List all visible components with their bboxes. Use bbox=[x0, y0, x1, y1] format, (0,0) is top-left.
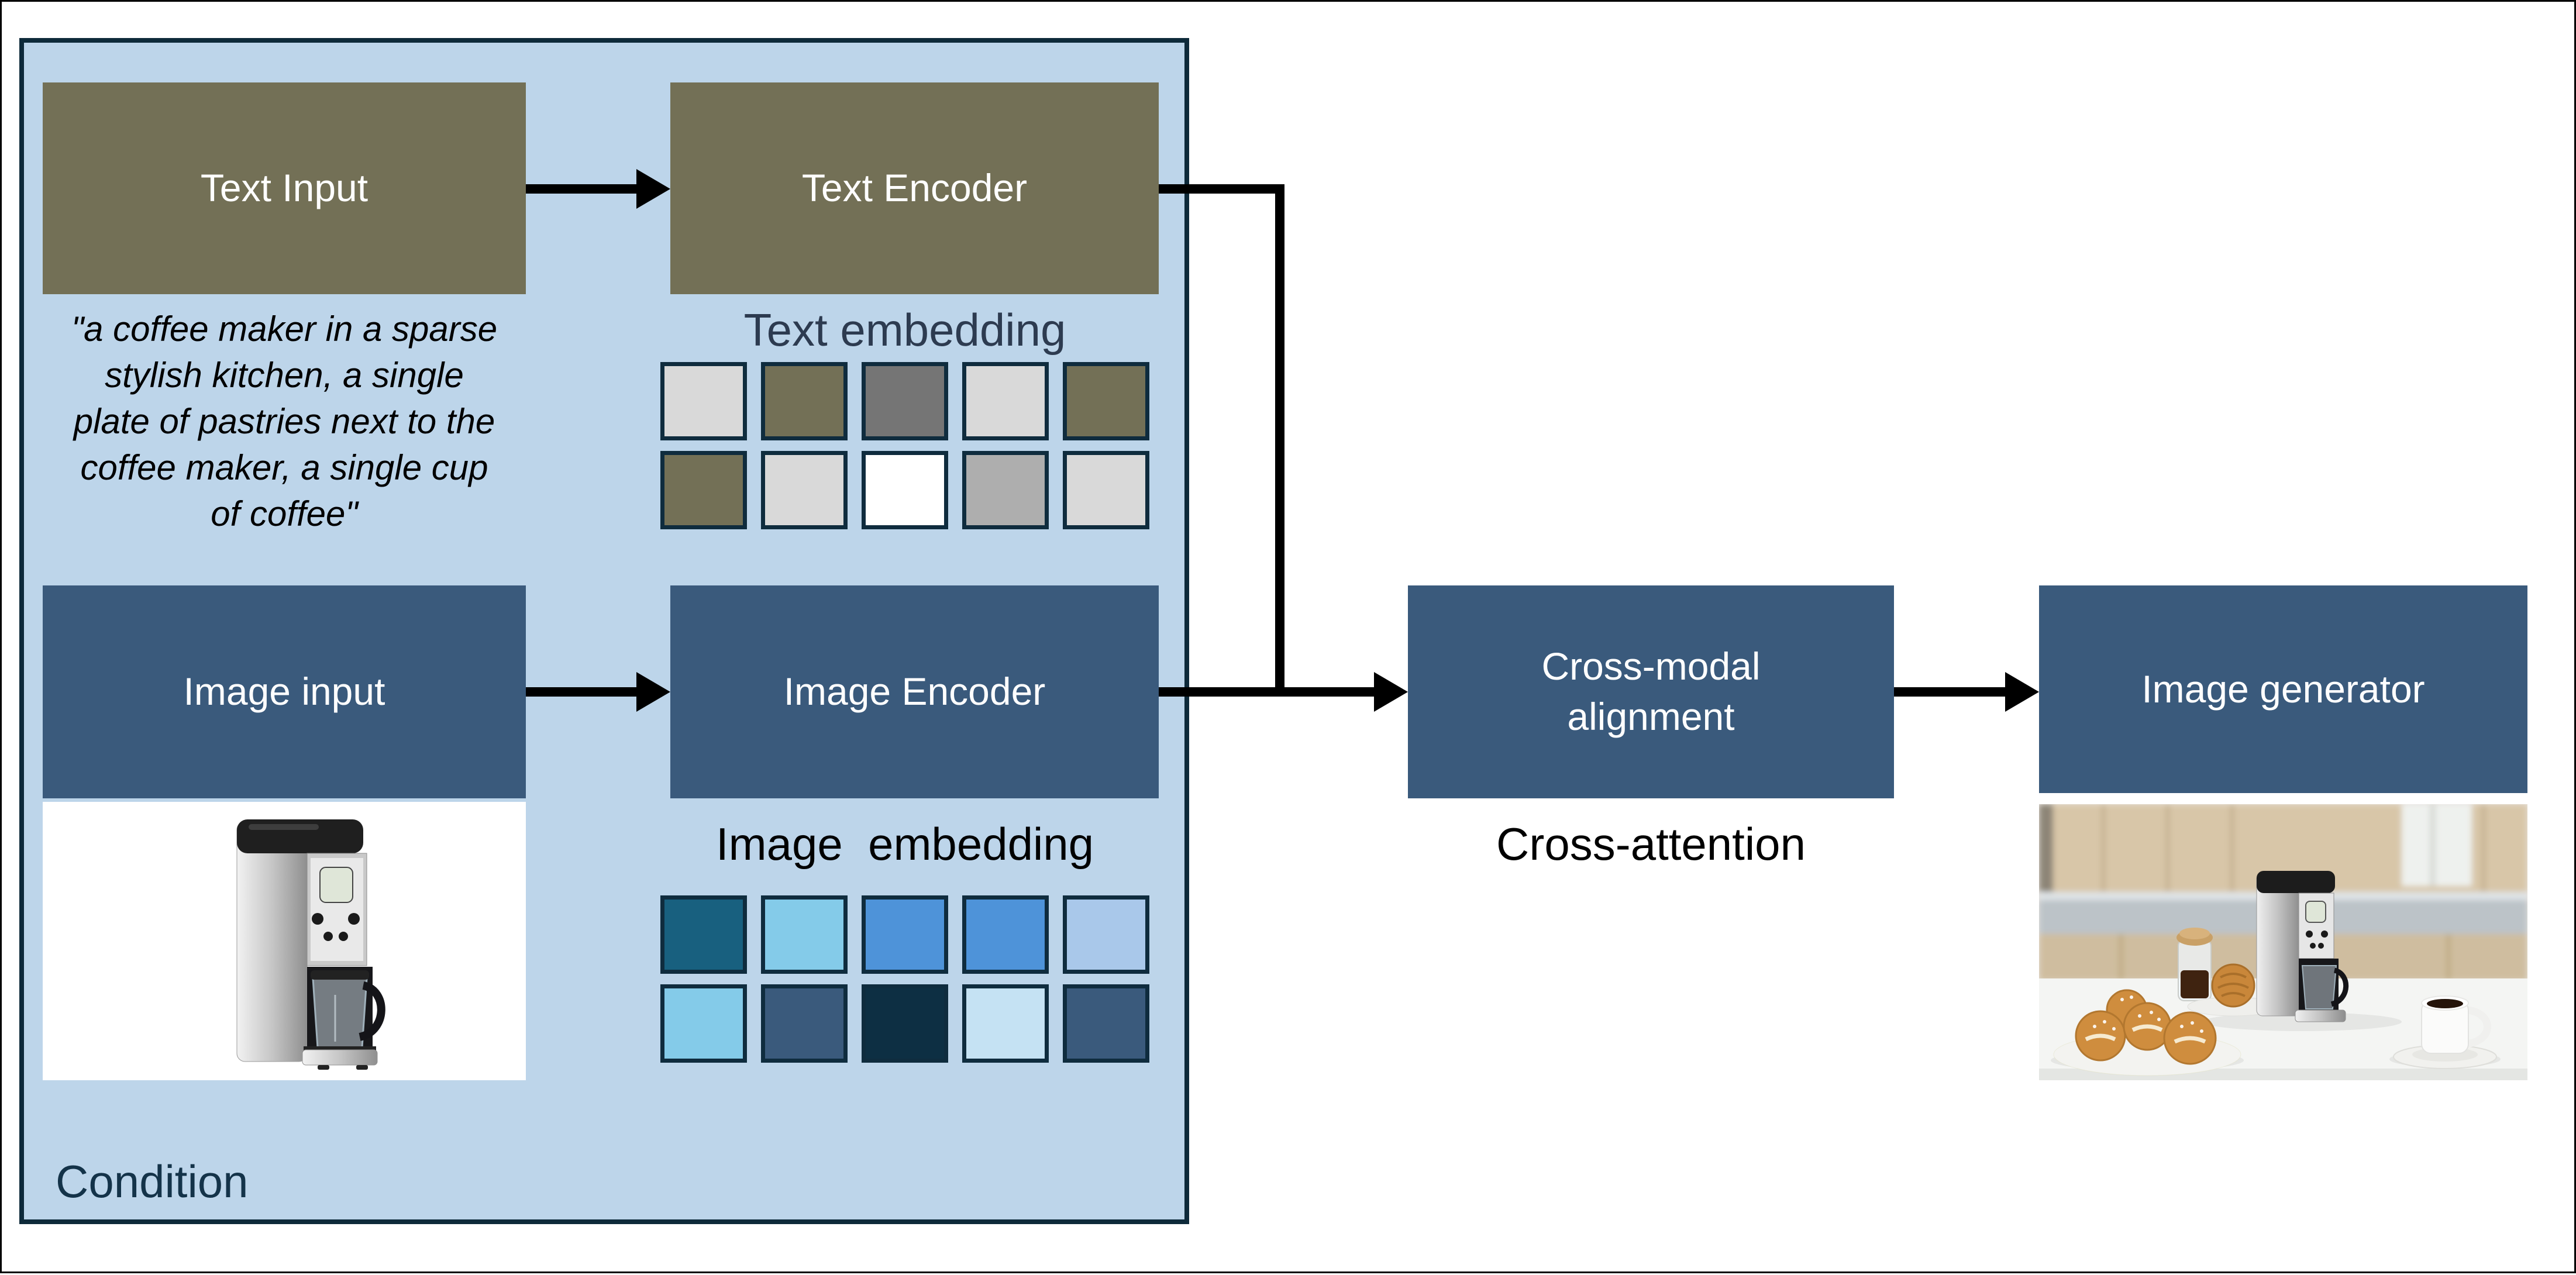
prompt-line: "a coffee maker in a sparse bbox=[71, 309, 498, 349]
embedding-cell bbox=[660, 984, 747, 1063]
output-photo bbox=[2039, 804, 2527, 1080]
arrowhead bbox=[1374, 672, 1408, 712]
embedding-cell bbox=[660, 895, 747, 974]
image-generator-node: Image generator bbox=[2039, 585, 2527, 793]
generated-scene-illustration bbox=[2039, 804, 2527, 1080]
image-encoder-label: Image Encoder bbox=[783, 670, 1046, 714]
embedding-cell bbox=[660, 362, 747, 440]
prompt-line: of coffee" bbox=[211, 494, 358, 533]
arrowhead bbox=[2005, 672, 2039, 712]
prompt-line: plate of pastries next to the bbox=[73, 402, 495, 441]
embedding-cell bbox=[962, 895, 1049, 974]
embedding-cell bbox=[962, 362, 1049, 440]
embedding-cell bbox=[1063, 984, 1149, 1063]
image-embedding-grid bbox=[660, 895, 1149, 1073]
prompt-line: stylish kitchen, a single bbox=[105, 356, 464, 395]
embedding-cell bbox=[962, 984, 1049, 1063]
embedding-cell bbox=[862, 984, 948, 1063]
embedding-cell bbox=[660, 451, 747, 529]
embedding-row bbox=[660, 362, 1149, 440]
image-input-label: Image input bbox=[183, 670, 385, 714]
embedding-cell bbox=[761, 895, 848, 974]
text-input-node: Text Input bbox=[43, 82, 526, 294]
cross-modal-alignment-node: Cross-modal alignment bbox=[1408, 585, 1894, 798]
image-embedding-label: Image embedding bbox=[715, 818, 1094, 870]
cross-modal-line: alignment bbox=[1567, 695, 1735, 738]
embedding-cell bbox=[862, 362, 948, 440]
text-encoder-node: Text Encoder bbox=[670, 82, 1159, 294]
text-embedding-grid bbox=[660, 362, 1149, 540]
embedding-cell bbox=[862, 895, 948, 974]
text-input-label: Text Input bbox=[200, 166, 369, 210]
embedding-row bbox=[660, 984, 1149, 1063]
cross-attention-label: Cross-attention bbox=[1496, 818, 1806, 870]
coffee-maker-illustration bbox=[236, 819, 385, 1070]
text-embedding-label: Text embedding bbox=[743, 304, 1066, 356]
embedding-row bbox=[660, 895, 1149, 974]
embedding-cell bbox=[1063, 362, 1149, 440]
embedding-cell bbox=[1063, 895, 1149, 974]
input-photo bbox=[43, 802, 526, 1080]
embedding-cell bbox=[1063, 451, 1149, 529]
embedding-cell bbox=[761, 451, 848, 529]
cross-modal-line: Cross-modal bbox=[1541, 645, 1761, 688]
embedding-cell bbox=[862, 451, 948, 529]
image-generator-label: Image generator bbox=[2141, 667, 2425, 711]
prompt-line: coffee maker, a single cup bbox=[80, 448, 488, 487]
image-encoder-node: Image Encoder bbox=[670, 585, 1159, 798]
image-input-node: Image input bbox=[43, 585, 526, 798]
embedding-cell bbox=[761, 984, 848, 1063]
cross-modal-alignment-label: Cross-modal alignment bbox=[1541, 642, 1760, 742]
condition-label: Condition bbox=[56, 1156, 249, 1207]
text-encoder-label: Text Encoder bbox=[801, 166, 1028, 210]
embedding-cell bbox=[962, 451, 1049, 529]
prompt-text: "a coffee maker in a sparse stylish kitc… bbox=[37, 306, 532, 537]
embedding-row bbox=[660, 451, 1149, 529]
embedding-cell bbox=[761, 362, 848, 440]
